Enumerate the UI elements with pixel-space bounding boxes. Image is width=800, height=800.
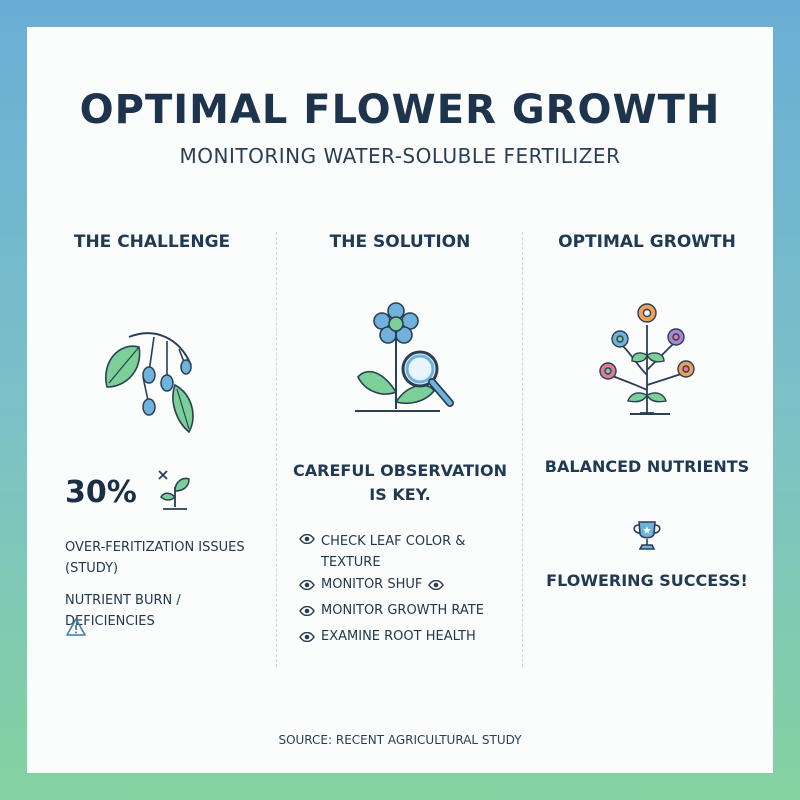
warning-icon	[66, 618, 86, 636]
solution-item: MONITOR SHUF	[299, 577, 489, 593]
flower-magnifier-icon	[355, 302, 454, 412]
trophy-icon	[633, 521, 661, 550]
solution-lead: CAREFUL OBSERVATION IS KEY.	[293, 461, 507, 504]
wilting-plant-icon	[105, 332, 194, 434]
page-title: OPTIMAL FLOWER GROWTH	[79, 87, 721, 133]
flower-bouquet-icon	[599, 303, 695, 415]
solution-item-label: MONITOR SHUF	[321, 577, 423, 592]
column-divider	[276, 232, 277, 667]
column-divider	[522, 232, 523, 667]
solution-item: EXAMINE ROOT HEALTH	[299, 629, 489, 645]
solution-item-label: CHECK LEAF COLOR & TEXTURE	[321, 534, 466, 570]
eye-icon	[299, 606, 315, 616]
challenge-stat-caption: OVER-FERITIZATION ISSUES (STUDY)	[65, 540, 245, 576]
sprout-icon	[158, 470, 190, 510]
solution-item: CHECK LEAF COLOR & TEXTURE	[299, 531, 489, 573]
solution-heading: THE SOLUTION	[329, 232, 471, 252]
challenge-note: NUTRIENT BURN / DEFICIENCIES	[65, 593, 181, 629]
infographic-card: OPTIMAL FLOWER GROWTH MONITORING WATER-S…	[27, 27, 773, 773]
growth-lead: BALANCED NUTRIENTS	[544, 457, 750, 476]
eye-icon	[299, 534, 315, 544]
page-subtitle: MONITORING WATER-SOLUBLE FERTILIZER	[179, 144, 621, 168]
x-mark-icon	[158, 470, 168, 480]
solution-item-label: MONITOR GROWTH RATE	[321, 603, 484, 618]
eye-icon	[299, 580, 315, 590]
source-footnote: SOURCE: RECENT AGRICULTURAL STUDY	[278, 733, 522, 747]
challenge-stat: 30%	[65, 475, 137, 510]
growth-result: FLOWERING SUCCESS!	[546, 571, 748, 590]
growth-heading: OPTIMAL GROWTH	[558, 232, 736, 252]
challenge-heading: THE CHALLENGE	[73, 232, 231, 252]
solution-item: MONITOR GROWTH RATE	[299, 603, 489, 619]
solution-item-label: EXAMINE ROOT HEALTH	[321, 629, 476, 644]
eye-icon	[299, 632, 315, 642]
eye-icon	[428, 580, 445, 590]
